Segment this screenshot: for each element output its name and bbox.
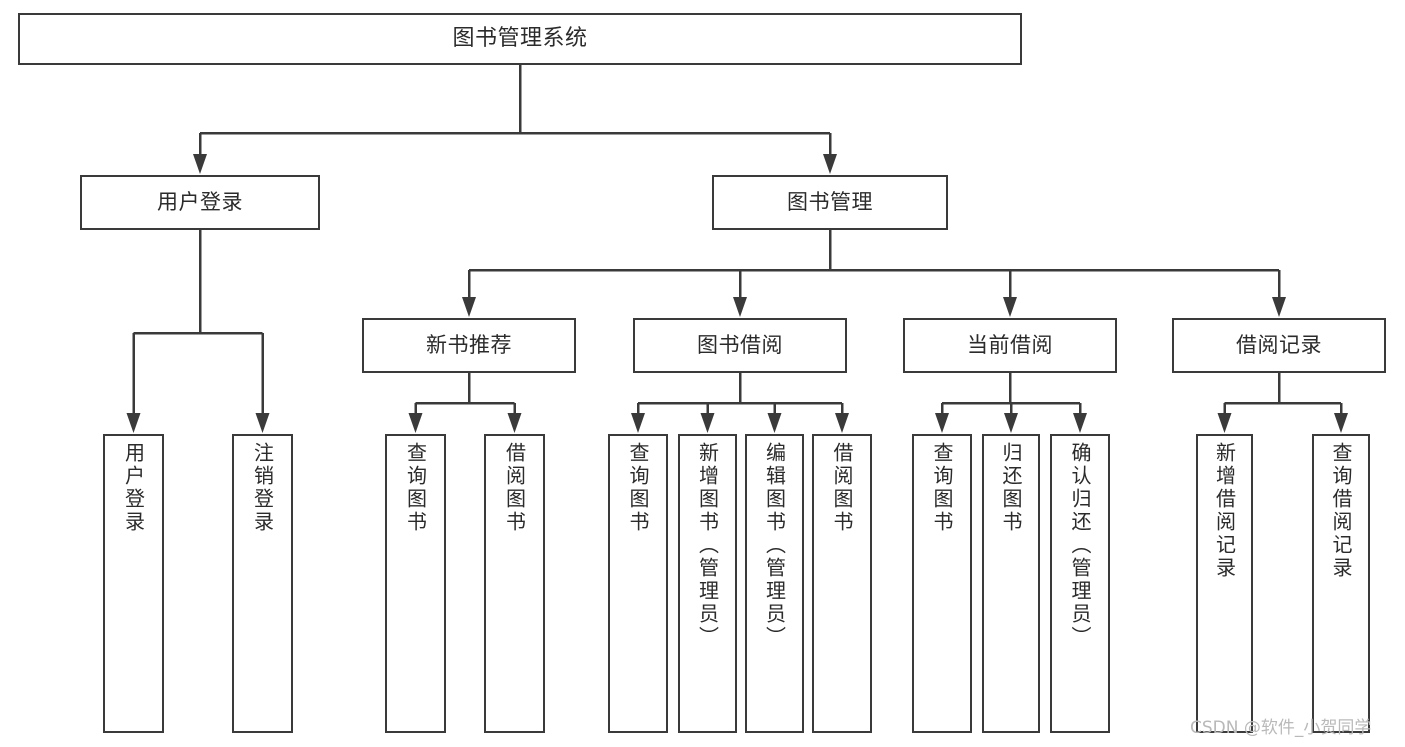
node-label: 查询图书: [626, 442, 650, 534]
node-leaf-cur-2[interactable]: 归还图书: [982, 434, 1040, 733]
node-label: 图书管理: [787, 189, 873, 214]
node-current[interactable]: 当前借阅: [903, 318, 1117, 373]
node-leaf-rec-1[interactable]: 新增借阅记录: [1196, 434, 1253, 733]
node-leaf-cur-3[interactable]: 确认归还（管理员）: [1050, 434, 1110, 733]
node-login[interactable]: 用户登录: [80, 175, 320, 230]
node-borrow[interactable]: 图书借阅: [633, 318, 847, 373]
node-leaf-new-1[interactable]: 查询图书: [385, 434, 446, 733]
node-newbook[interactable]: 新书推荐: [362, 318, 576, 373]
node-label: 借阅图书: [502, 442, 527, 534]
node-label: 用户登录: [157, 189, 243, 214]
node-leaf-cur-1[interactable]: 查询图书: [912, 434, 972, 733]
node-label: 图书管理系统: [452, 25, 588, 51]
node-bookmgr[interactable]: 图书管理: [712, 175, 948, 230]
watermark: CSDN @软件_小贺同学: [1190, 718, 1372, 738]
node-leaf-rec-2[interactable]: 查询借阅记录: [1312, 434, 1370, 733]
node-label: 新增借阅记录: [1212, 442, 1237, 580]
node-label: 新增图书（管理员）: [695, 442, 720, 649]
node-leaf-login-2[interactable]: 注销登录: [232, 434, 293, 733]
node-leaf-bor-1[interactable]: 查询图书: [608, 434, 668, 733]
node-label: 查询借阅记录: [1329, 442, 1353, 580]
node-label: 新书推荐: [426, 332, 512, 357]
node-records[interactable]: 借阅记录: [1172, 318, 1386, 373]
node-label: 编辑图书（管理员）: [762, 442, 787, 649]
node-label: 归还图书: [999, 442, 1023, 534]
node-leaf-new-2[interactable]: 借阅图书: [484, 434, 545, 733]
node-label: 借阅图书: [830, 442, 854, 534]
node-leaf-login-1[interactable]: 用户登录: [103, 434, 164, 733]
node-leaf-bor-3[interactable]: 编辑图书（管理员）: [745, 434, 804, 733]
node-leaf-bor-2[interactable]: 新增图书（管理员）: [678, 434, 737, 733]
node-label: 用户登录: [121, 442, 146, 534]
node-root[interactable]: 图书管理系统: [18, 13, 1022, 65]
node-label: 查询图书: [403, 442, 428, 534]
node-label: 注销登录: [250, 442, 275, 534]
node-label: 图书借阅: [697, 332, 783, 357]
node-label: 查询图书: [930, 442, 954, 534]
node-label: 确认归还（管理员）: [1068, 442, 1092, 649]
node-leaf-bor-4[interactable]: 借阅图书: [812, 434, 872, 733]
node-label: 当前借阅: [967, 332, 1053, 357]
node-label: 借阅记录: [1236, 332, 1322, 357]
